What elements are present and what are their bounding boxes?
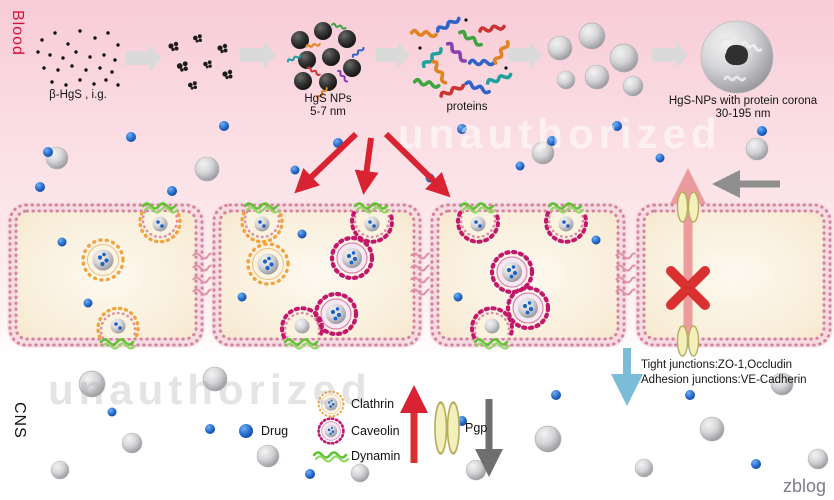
clathrin-pit-top bbox=[240, 202, 284, 244]
beta-hgs-label: β-HgS , i.g. bbox=[49, 89, 107, 101]
legend-pgp-label: Pgp bbox=[465, 421, 488, 435]
process-arrow-2 bbox=[240, 42, 276, 68]
hgs-nanoparticles-cluster bbox=[286, 21, 366, 100]
blood-region-label: Blood bbox=[9, 10, 26, 56]
site-credit: zblog bbox=[782, 476, 826, 496]
legend-drug-label: Drug bbox=[261, 424, 289, 438]
protein-corona-size-label: 30-195 nm bbox=[715, 108, 771, 120]
endothelial-cell-2 bbox=[211, 202, 423, 350]
legend-caveolin-label: Caveolin bbox=[351, 424, 400, 438]
hgs-nps-size-label: 5-7 nm bbox=[310, 106, 346, 118]
caveolin-pit-top bbox=[456, 202, 500, 244]
caveolin-pit-bottom bbox=[280, 306, 324, 350]
caveolin-vesicle bbox=[332, 238, 372, 278]
endothelial-cell-4 bbox=[635, 168, 833, 357]
drug-icon bbox=[239, 424, 253, 438]
caveolin-vesicle bbox=[508, 288, 548, 328]
corona-nanoparticles-group bbox=[547, 22, 644, 97]
clathrin-vesicle bbox=[81, 238, 125, 282]
process-arrow-1 bbox=[126, 45, 162, 71]
caveolin-pit-top bbox=[350, 202, 394, 244]
clathrin-icon bbox=[317, 390, 345, 418]
legend-icons bbox=[239, 385, 503, 477]
dynamin-icon bbox=[312, 451, 350, 463]
corona-nanoparticle-large bbox=[700, 20, 774, 94]
process-arrow-4 bbox=[508, 42, 542, 68]
hgs-nps-label: HgS NPs bbox=[304, 93, 352, 105]
clathrin-pit-top bbox=[138, 202, 182, 244]
clathrin-vesicle bbox=[246, 242, 290, 286]
hgs-aggregates bbox=[168, 34, 233, 90]
endothelial-cell-1 bbox=[7, 202, 205, 350]
tight-junction-label: Tight junctions:ZO-1,Occludin bbox=[641, 359, 793, 371]
adhesion-junction-label: Adhesion junctions:VE-Cadherin bbox=[641, 374, 807, 386]
nanoparticle-uptake-arrows bbox=[294, 131, 451, 198]
process-arrow-5 bbox=[652, 42, 688, 68]
pgp-icon bbox=[433, 401, 461, 455]
blood-scattered-particles bbox=[35, 121, 769, 196]
caveolin-vesicle bbox=[492, 252, 532, 292]
protein-corona-label: HgS-NPs with protein corona bbox=[668, 95, 818, 107]
process-flow bbox=[36, 16, 774, 100]
legend-clathrin-label: Clathrin bbox=[351, 397, 395, 411]
caveolin-pit-bottom bbox=[470, 306, 514, 350]
clathrin-pit-bottom bbox=[96, 306, 140, 350]
proteins-label: proteins bbox=[446, 101, 488, 113]
process-arrow-3 bbox=[376, 42, 410, 68]
caveolin-icon bbox=[317, 417, 345, 445]
legend-dynamin-label: Dynamin bbox=[351, 449, 401, 463]
cns-region-label: CNS bbox=[11, 402, 28, 439]
efflux-block-x bbox=[666, 266, 710, 310]
beta-hgs-powder bbox=[36, 29, 120, 87]
proteins-cluster bbox=[409, 16, 514, 98]
caveolin-pit-top-2 bbox=[544, 202, 588, 244]
endothelial-cell-3 bbox=[429, 202, 627, 350]
